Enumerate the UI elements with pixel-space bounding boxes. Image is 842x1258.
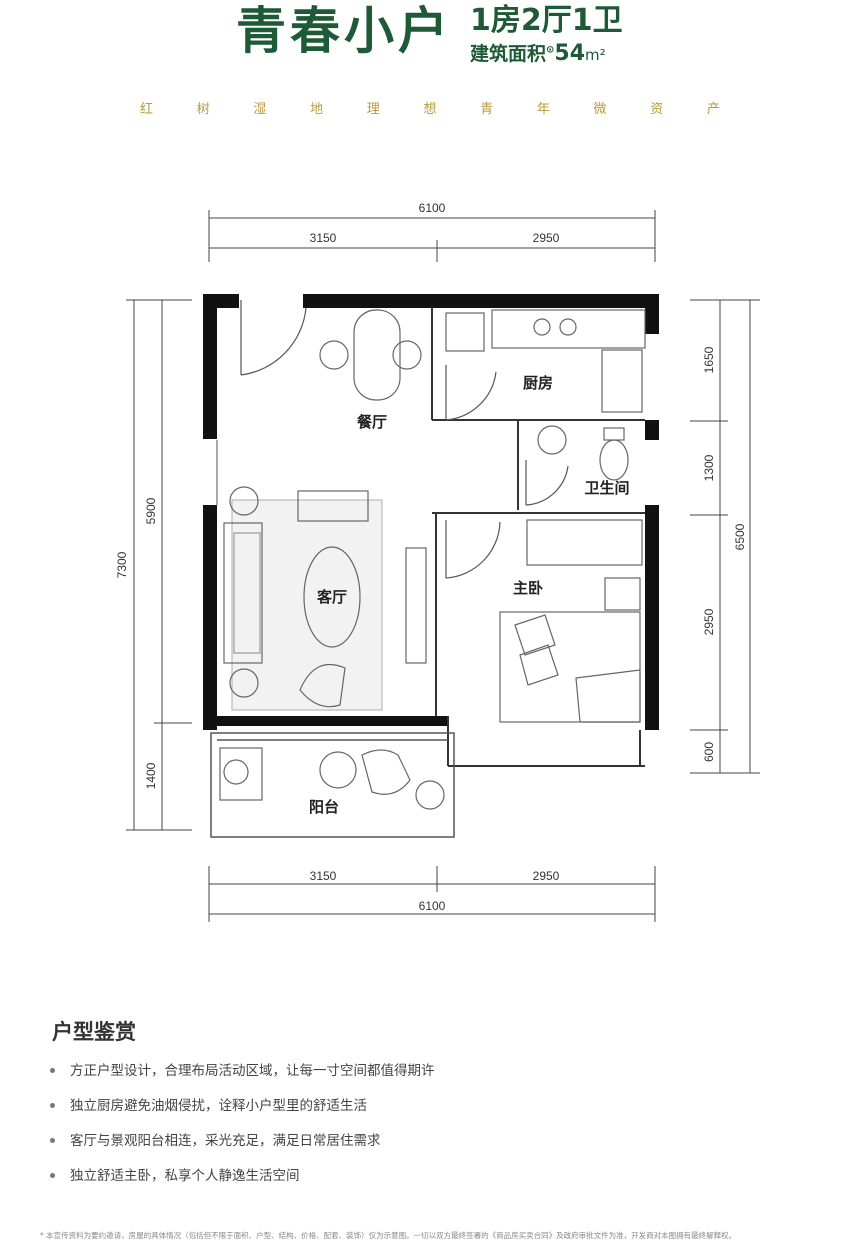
room-labels: 餐厅 厨房 卫生间 客厅 主卧 阳台 — [309, 374, 630, 816]
dim-bottom-left: 3150 — [310, 869, 337, 883]
area-unit: m² — [585, 46, 606, 64]
room-label-bathroom: 卫生间 — [584, 479, 629, 497]
dim-right-balcony: 600 — [702, 742, 716, 762]
dining-table — [353, 309, 401, 401]
room-label-dining: 餐厅 — [357, 413, 387, 431]
dimension-lines — [126, 210, 760, 922]
bullet-icon — [50, 1173, 55, 1178]
doors — [240, 300, 569, 579]
dim-top-total: 6100 — [419, 201, 446, 215]
room-label-kitchen: 厨房 — [523, 374, 553, 392]
page-title: 青春小户 — [236, 2, 452, 60]
slogan-char: 红 — [140, 102, 154, 117]
armchair — [299, 663, 346, 708]
pillow — [519, 644, 559, 686]
bed — [499, 611, 641, 723]
bullet-icon — [50, 1138, 55, 1143]
walls — [203, 294, 659, 730]
feature-item: 独立舒适主卧，私享个人静逸生活空间 — [48, 1163, 435, 1198]
floorplan-diagram: 6100 3150 2950 3150 2950 6100 7300 5900 … — [115, 201, 760, 922]
sofa — [223, 522, 263, 664]
dining-chair — [392, 340, 422, 370]
dining-chair — [319, 340, 349, 370]
kitchen-counter — [491, 309, 646, 349]
dim-bottom-total: 6100 — [419, 899, 446, 913]
balcony-table — [319, 751, 357, 789]
disclaimer: * 本宣传资料为要约邀请，房屋的具体情况（包括但不限于面积、户型、结构、价格、配… — [40, 1231, 737, 1240]
dim-left-balcony: 1400 — [144, 762, 158, 789]
stove-burner — [559, 318, 577, 336]
wardrobe — [526, 519, 643, 566]
slogan-char: 理 — [366, 102, 380, 117]
area-value: 54 — [554, 41, 586, 66]
fridge — [445, 312, 485, 352]
dim-top-left: 3150 — [310, 231, 337, 245]
bullet-icon — [50, 1103, 55, 1108]
layout-type-label: 1房2厅1卫 — [470, 3, 623, 38]
dim-left-total: 7300 — [115, 551, 129, 578]
approx-mark: ⊙ — [546, 44, 555, 56]
feature-item: 客厅与景观阳台相连，采光充足，满足日常居住需求 — [48, 1128, 435, 1163]
pillow — [514, 614, 556, 656]
washing-machine — [219, 747, 263, 801]
bed-cover — [575, 669, 641, 723]
side-table — [229, 486, 259, 516]
room-label-master-bedroom: 主卧 — [513, 579, 543, 597]
room-label-living: 客厅 — [316, 588, 347, 606]
slogan-char: 地 — [310, 102, 324, 117]
slogan-char: 产 — [706, 102, 720, 117]
section-title: 户型鉴赏 — [52, 1020, 136, 1044]
slogan-char: 树 — [196, 102, 210, 117]
dim-left-main: 5900 — [144, 497, 158, 524]
dim-right-bath: 1300 — [702, 454, 716, 481]
area-line: 建筑面积⊙54m² — [470, 41, 606, 66]
feature-item: 方正户型设计，合理布局活动区域，让每一寸空间都值得期许 — [48, 1058, 435, 1093]
balcony-outline — [210, 732, 455, 838]
stove-burner — [533, 318, 551, 336]
nightstand — [604, 577, 641, 611]
dimension-labels: 6100 3150 2950 3150 2950 6100 7300 5900 … — [115, 201, 747, 913]
ottoman — [297, 490, 369, 522]
kitchen-sink — [601, 349, 643, 413]
slogan-char: 青 — [480, 102, 494, 117]
side-table — [229, 668, 259, 698]
plant — [415, 780, 445, 810]
interior-partitions — [216, 308, 645, 767]
area-label: 建筑面积 — [470, 43, 547, 65]
wash-basin — [537, 425, 567, 455]
toilet — [599, 439, 629, 481]
slogan: 红树湿地理想青年微资产 — [140, 98, 720, 117]
room-label-balcony: 阳台 — [309, 798, 339, 816]
feature-item: 独立厨房避免油烟侵扰，诠释小户型里的舒适生活 — [48, 1093, 435, 1128]
dim-right-total: 6500 — [733, 523, 747, 550]
slogan-char: 想 — [423, 102, 437, 117]
tv-cabinet — [405, 547, 427, 664]
dim-right-bedroom: 2950 — [702, 608, 716, 635]
dim-bottom-right: 2950 — [533, 869, 560, 883]
slogan-char: 资 — [650, 102, 664, 117]
bullet-icon — [50, 1068, 55, 1073]
dim-right-kitchen: 1650 — [702, 346, 716, 373]
living-rug — [231, 499, 383, 711]
feature-list: 方正户型设计，合理布局活动区域，让每一寸空间都值得期许 独立厨房避免油烟侵扰，诠… — [48, 1058, 435, 1198]
slogan-char: 微 — [593, 102, 607, 117]
furniture — [219, 309, 646, 810]
balcony-chair — [361, 749, 411, 795]
dim-top-right: 2950 — [533, 231, 560, 245]
slogan-char: 年 — [536, 102, 550, 117]
coffee-table — [303, 546, 361, 648]
slogan-char: 湿 — [253, 102, 267, 117]
